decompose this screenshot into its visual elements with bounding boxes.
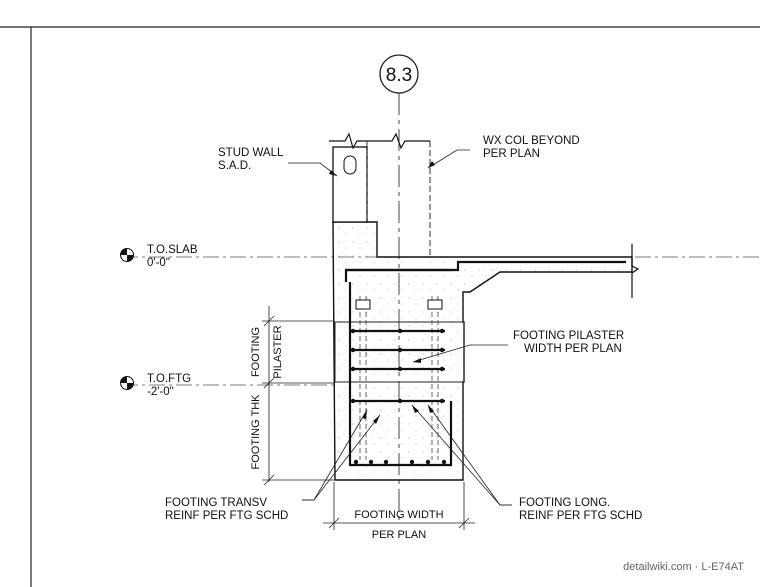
stud-wall-label-line1: STUD WALL [218,147,284,159]
stud-wall-label-line2: S.A.D. [218,160,251,172]
leader-arrowheads [329,161,435,424]
footing-elevation-marker [120,376,134,390]
wx-col-label-line2: PER PLAN [483,148,540,160]
dimension-lines [262,306,475,530]
concrete-section [332,221,640,481]
wx-col-label-line1: WX COL BEYOND [483,135,580,147]
footing-pilaster-outline [334,321,465,383]
sheet-border [0,26,760,587]
dim-footing-thk-label: FOOTING THK [250,394,262,470]
watermark: detailwiki.com · L-E74AT [623,561,744,573]
dim-per-plan-label: PER PLAN [372,529,426,541]
long-reinf-label-line1: FOOTING LONG. [519,497,610,509]
pilaster-width-label-line1: FOOTING PILASTER [513,330,624,342]
rebar-dots [350,328,447,465]
footing-elevation-value: -2'-0" [147,386,174,398]
pilaster-width-label-line2: WIDTH PER PLAN [524,343,622,355]
dim-pilaster-label: PILASTER [272,325,284,378]
grid-bubble-label: 8.3 [386,65,412,86]
footing-elevation-name: T.O.FTG [147,373,191,385]
slab-elevation-name: T.O.SLAB [147,244,198,256]
slab-elevation-marker [120,248,134,262]
dim-footing-width-label: FOOTING WIDTH [354,509,443,521]
slab-top-bar [344,260,626,282]
transv-reinf-label-line1: FOOTING TRANSV [165,497,267,509]
transv-reinf-label-line2: REINF PER FTG SCHD [165,510,288,522]
reinforcement [344,260,626,467]
slab-elevation-value: 0'-0" [147,257,170,269]
long-reinf-label-line2: REINF PER FTG SCHD [519,510,642,522]
stud-wall [329,132,372,223]
dim-footing-label: FOOTING [250,327,262,377]
leader-lines [288,149,512,506]
anchor-bolt-nuts [355,299,443,310]
wx-column-beyond [366,141,431,257]
footing-cage [348,282,453,467]
